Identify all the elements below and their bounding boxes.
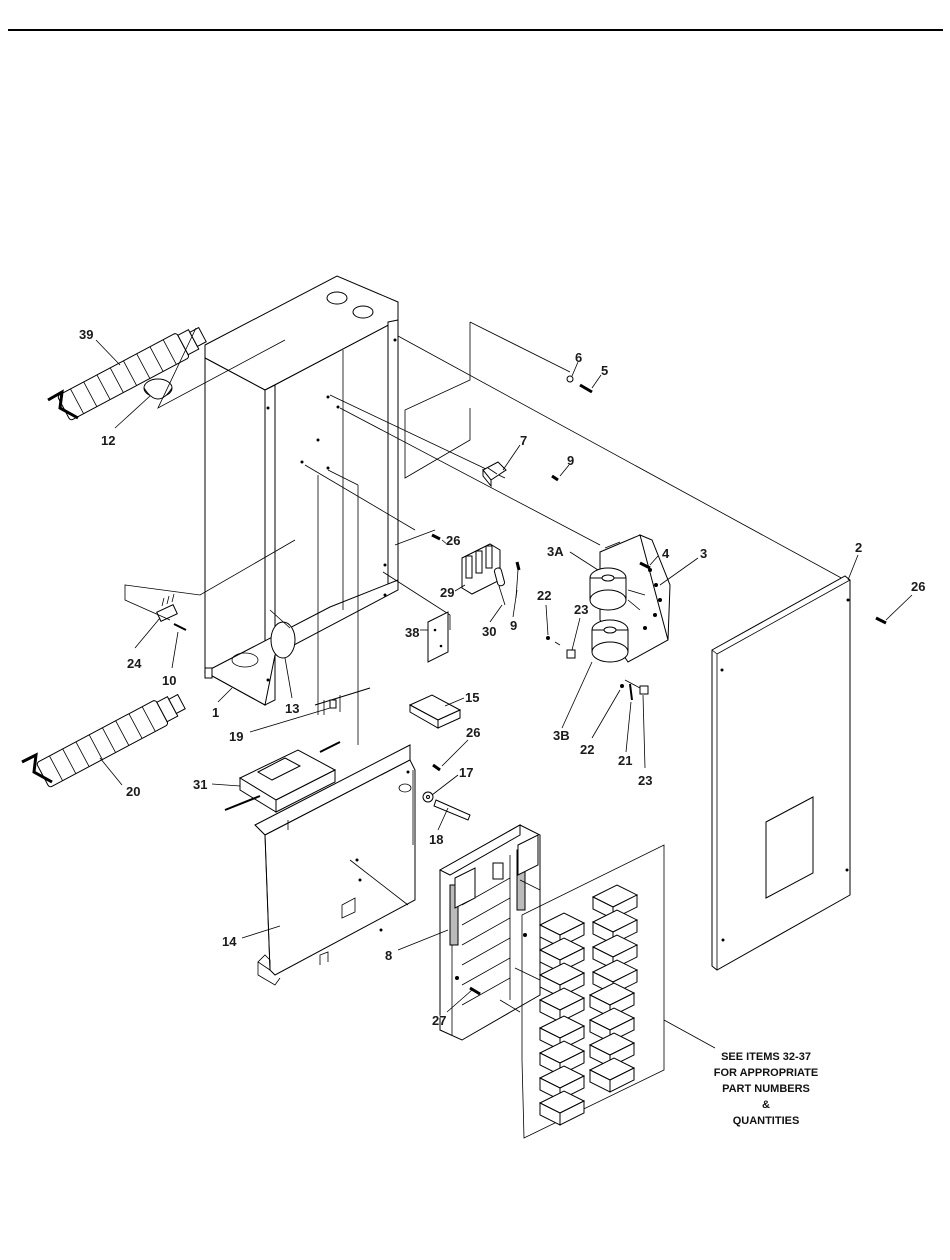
connector-19	[315, 688, 370, 715]
cover-2	[712, 576, 850, 970]
screw-9-top	[552, 476, 558, 480]
note-line-2: FOR APPROPRIATE	[714, 1067, 819, 1079]
callout-3: 3	[700, 546, 707, 561]
callout-5: 5	[601, 363, 608, 378]
callout-7: 7	[520, 433, 527, 448]
spacer-23-lower	[640, 686, 648, 694]
callout-18: 18	[429, 832, 443, 847]
callout-19: 19	[229, 729, 243, 744]
callout-30: 30	[482, 624, 496, 639]
callout-2: 2	[855, 540, 862, 555]
callout-23-upper: 23	[574, 602, 588, 617]
callout-4: 4	[662, 546, 670, 561]
flex-conduit-20	[22, 689, 188, 787]
callout-39: 39	[79, 327, 93, 342]
flex-conduit-39	[48, 322, 209, 420]
callout-9-lower: 9	[510, 618, 517, 633]
callout-13: 13	[285, 701, 299, 716]
callout-8: 8	[385, 948, 392, 963]
callout-21: 21	[618, 753, 632, 768]
note-line-5: QUANTITIES	[733, 1115, 800, 1127]
terminal-24	[157, 594, 178, 621]
callout-29: 29	[440, 585, 454, 600]
callout-26-middle: 26	[466, 725, 480, 740]
callout-22-upper: 22	[537, 588, 551, 603]
callout-12: 12	[101, 433, 115, 448]
callout-15: 15	[465, 690, 479, 705]
switch-7	[483, 462, 506, 486]
washer-17	[423, 792, 433, 802]
rail-15	[410, 695, 460, 728]
standoff-18	[434, 800, 470, 820]
screw-22-upper	[546, 636, 550, 640]
callout-24: 24	[127, 656, 142, 671]
breaker-block	[590, 1058, 634, 1092]
breaker-frame-8	[440, 825, 540, 1040]
spacer-23-upper	[567, 650, 575, 658]
screw-26-cover	[876, 618, 886, 623]
screw-10	[174, 624, 186, 630]
callout-31: 31	[193, 777, 207, 792]
screw-26-middle	[433, 765, 440, 770]
breaker-block	[540, 1091, 584, 1125]
note-line-1: SEE ITEMS 32-37	[721, 1051, 811, 1063]
callout-10: 10	[162, 673, 176, 688]
contactor-assembly-3	[590, 535, 670, 662]
callout-1: 1	[212, 705, 219, 720]
note-line-3: PART NUMBERS	[722, 1083, 810, 1095]
circuit-breakers-32-37	[540, 885, 637, 1125]
callout-26-upper: 26	[446, 533, 460, 548]
callout-20: 20	[126, 784, 140, 799]
screw-22-lower	[620, 684, 624, 688]
washer-6	[567, 376, 573, 382]
bracket-38	[428, 612, 448, 662]
callout-9-top: 9	[567, 453, 574, 468]
callout-23-lower: 23	[638, 773, 652, 788]
callout-27: 27	[432, 1013, 446, 1028]
callout-14: 14	[222, 934, 237, 949]
callout-38: 38	[405, 625, 419, 640]
callout-22-lower: 22	[580, 742, 594, 757]
screw-26-upper	[432, 535, 440, 539]
plug-12	[144, 379, 172, 399]
screw-5	[580, 385, 592, 392]
callout-17: 17	[459, 765, 473, 780]
note-line-4: &	[762, 1099, 770, 1111]
callout-26-cover: 26	[911, 579, 925, 594]
callout-3B: 3B	[553, 728, 570, 743]
fuse-block-29	[462, 544, 500, 594]
fuse-30	[494, 567, 505, 605]
screw-21	[630, 684, 632, 700]
callout-3A: 3A	[547, 544, 564, 559]
see-items-note: SEE ITEMS 32-37 FOR APPROPRIATE PART NUM…	[714, 1051, 819, 1127]
enclosure-box	[205, 276, 398, 705]
callout-6: 6	[575, 350, 582, 365]
